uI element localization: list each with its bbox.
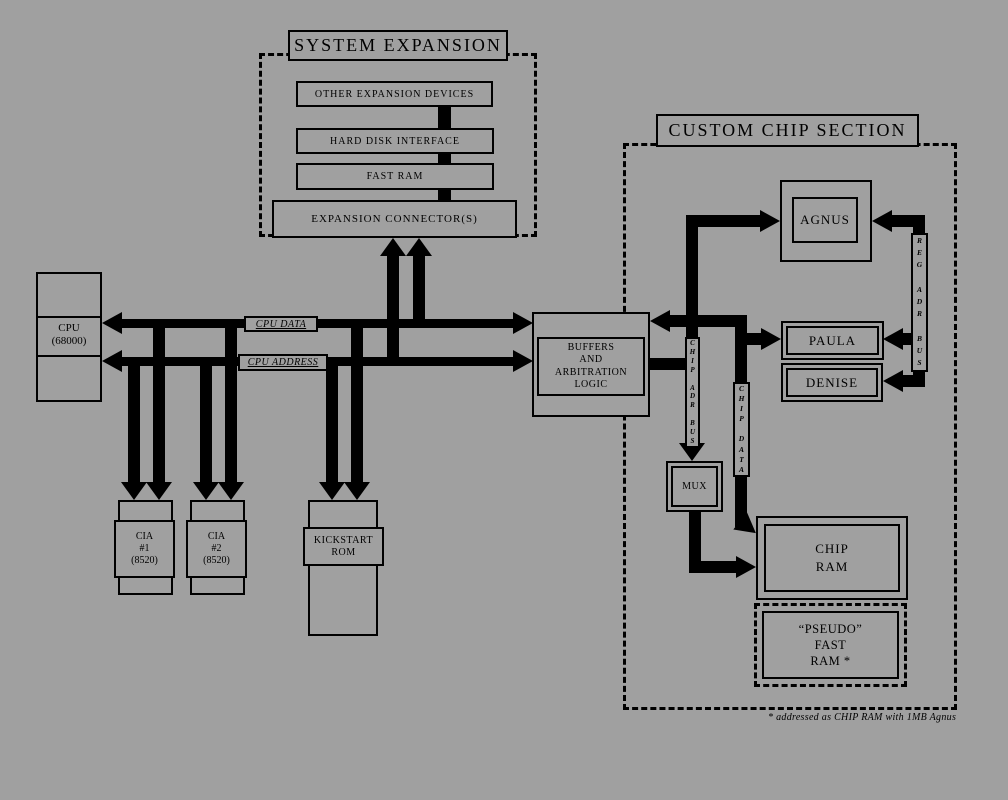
arrow-down-icon [146, 482, 172, 500]
cpu-data-bus-label: CPU DATA [244, 316, 318, 332]
chip-ram-label: CHIP RAM [815, 541, 849, 574]
other-expansion-devices-label: OTHER EXPANSION DEVICES [314, 88, 475, 100]
denise-box: DENISE [781, 363, 883, 402]
arrow-down-icon [193, 482, 219, 500]
cpu-data-text: CPU DATA [255, 318, 307, 330]
buffers-box-inner: BUFFERS AND ARBITRATION LOGIC [537, 337, 645, 396]
arrow-down-icon [218, 482, 244, 500]
arrow-right-icon [513, 350, 533, 372]
system-expansion-title-box: SYSTEM EXPANSION [288, 30, 508, 61]
pseudo-fast-ram-label: “PSEUDO” FAST RAM * [798, 622, 863, 668]
arrow-right-icon [761, 328, 781, 350]
kickstart-rom-body [308, 500, 378, 636]
mux-box: MUX [666, 461, 723, 512]
cpu-label: CPU (68000) [51, 322, 87, 347]
footnote: * addressed as CHIP RAM with 1MB Agnus [768, 712, 957, 723]
hard-disk-interface-label: HARD DISK INTERFACE [330, 135, 460, 147]
agnus-feed-bar [698, 215, 762, 227]
cia1-address-drop-bar [128, 361, 140, 482]
arrow-right-icon [513, 312, 533, 334]
expansion-connector-label: EXPANSION CONNECTOR(S) [311, 213, 478, 225]
paula-label: PAULA [808, 332, 857, 348]
chip-data-bus-label: C H I P D A T A [733, 382, 750, 477]
expansion-stub-bar [438, 187, 451, 202]
arrow-left-icon [102, 312, 122, 334]
buffers-chip-data-line-bar [665, 315, 747, 327]
agnus-box-inner: AGNUS [792, 197, 858, 243]
cia2-bottom-cap [190, 575, 245, 595]
cia2-data-drop-bar [225, 323, 237, 482]
cia2-label: CIA #2 (8520) [203, 531, 230, 566]
system-expansion-title: SYSTEM EXPANSION [294, 35, 502, 55]
expansion-riser-bar [387, 254, 399, 366]
arrow-down-icon [121, 482, 147, 500]
cia1-label: CIA #1 (8520) [131, 531, 158, 566]
mux-label: MUX [682, 481, 707, 492]
arrow-down-icon [344, 482, 370, 500]
pseudo-fast-ram-box-inner: “PSEUDO” FAST RAM * [762, 611, 899, 679]
buffers-label: BUFFERS AND ARBITRATION LOGIC [554, 341, 628, 391]
mux-box-inner: MUX [671, 466, 718, 507]
agnus-box: AGNUS [780, 180, 872, 262]
arrow-left-icon [883, 370, 903, 392]
expansion-stub-bar [438, 104, 451, 130]
mux-out-bar-horizontal [689, 561, 739, 573]
chip-ram-box-inner: CHIP RAM [764, 524, 900, 592]
reg-denise-branch-bar [900, 375, 925, 387]
cia2-address-drop-bar [200, 361, 212, 482]
reg-adr-bus-label: R E G A D R B U S [911, 233, 928, 372]
cpu-address-text: CPU ADDRESS [247, 357, 319, 368]
cpu-address-bus-label: CPU ADDRESS [238, 354, 328, 371]
cpu-box [36, 272, 102, 402]
pseudo-fast-ram-box: “PSEUDO” FAST RAM * [754, 603, 907, 687]
arrow-right-icon [736, 556, 756, 578]
fast-ram-label: FAST RAM [366, 171, 424, 182]
cia2-top-cap [190, 500, 245, 522]
cpu-divider [36, 355, 102, 357]
agnus-label: AGNUS [800, 212, 850, 227]
arrow-left-icon [102, 350, 122, 372]
mux-out-bar-vertical [689, 512, 701, 573]
arrow-up-icon [380, 238, 406, 256]
box-fast-ram: FAST RAM [296, 163, 494, 190]
arrow-left-icon [872, 210, 892, 232]
box-hard-disk-interface: HARD DISK INTERFACE [296, 128, 494, 154]
chip-adr-bus-label: C H I P A D R B U S [685, 337, 700, 448]
denise-label: DENISE [805, 374, 859, 390]
arrow-left-icon [883, 328, 903, 350]
expansion-stub-bar [438, 151, 451, 165]
arrow-right-icon [760, 210, 780, 232]
kickstart-rom-label-box: KICKSTART ROM [303, 527, 384, 566]
arrow-down-icon [319, 482, 345, 500]
custom-chip-title-box: CUSTOM CHIP SECTION [656, 114, 919, 147]
cia1-body: CIA #1 (8520) [114, 520, 175, 578]
paula-box: PAULA [781, 321, 884, 360]
box-expansion-connector: EXPANSION CONNECTOR(S) [272, 200, 517, 238]
box-other-expansion-devices: OTHER EXPANSION DEVICES [296, 81, 493, 107]
chip-ram-box: CHIP RAM [756, 516, 908, 600]
cia1-data-drop-bar [153, 323, 165, 482]
cia1-top-cap [118, 500, 173, 522]
rom-address-drop-bar [326, 361, 338, 482]
cia2-body: CIA #2 (8520) [186, 520, 247, 578]
denise-box-inner: DENISE [786, 368, 878, 397]
expansion-riser-bar [413, 254, 425, 328]
reg-paula-branch-bar [900, 333, 914, 345]
rom-data-drop-bar [351, 323, 363, 482]
arrow-up-icon [406, 238, 432, 256]
buffers-box: BUFFERS AND ARBITRATION LOGIC [532, 312, 650, 417]
paula-branch-bar [747, 333, 765, 345]
cpu-divider [36, 316, 102, 318]
paula-box-inner: PAULA [786, 326, 879, 355]
custom-chip-title: CUSTOM CHIP SECTION [668, 120, 907, 140]
cia1-bottom-cap [118, 575, 173, 595]
kickstart-rom-label: KICKSTART ROM [313, 534, 374, 558]
